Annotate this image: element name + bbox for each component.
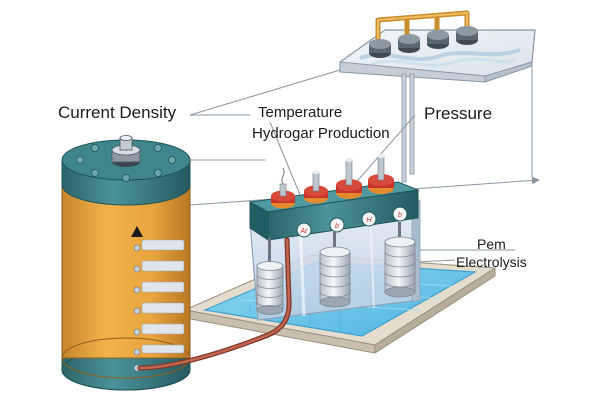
terminal-mark-4: b <box>398 212 402 219</box>
terminal-badges: Ar b H b <box>296 206 408 238</box>
temperature-label: Temperature <box>258 104 343 121</box>
up-arrow-icon <box>131 226 143 237</box>
pressure-label: Pressure <box>424 104 493 123</box>
terminal-mark-3: H <box>366 217 372 224</box>
pem-label-line2: Electrolysis <box>456 254 527 271</box>
hydrogen-production-label: Hydrogar Production <box>252 125 390 142</box>
pem-label-line1: Pem <box>477 236 506 252</box>
pressure-valves <box>369 10 478 58</box>
cell-terminals <box>271 154 394 209</box>
pem-electrolysis-label: Pem Electrolysis <box>456 235 527 271</box>
terminal-mark-2: b <box>335 223 339 230</box>
electrode-stacks <box>256 222 416 315</box>
current-density-label: Current Density <box>58 103 177 122</box>
power-cylinder <box>61 135 191 391</box>
terminal-mark-1: Ar <box>300 228 309 235</box>
